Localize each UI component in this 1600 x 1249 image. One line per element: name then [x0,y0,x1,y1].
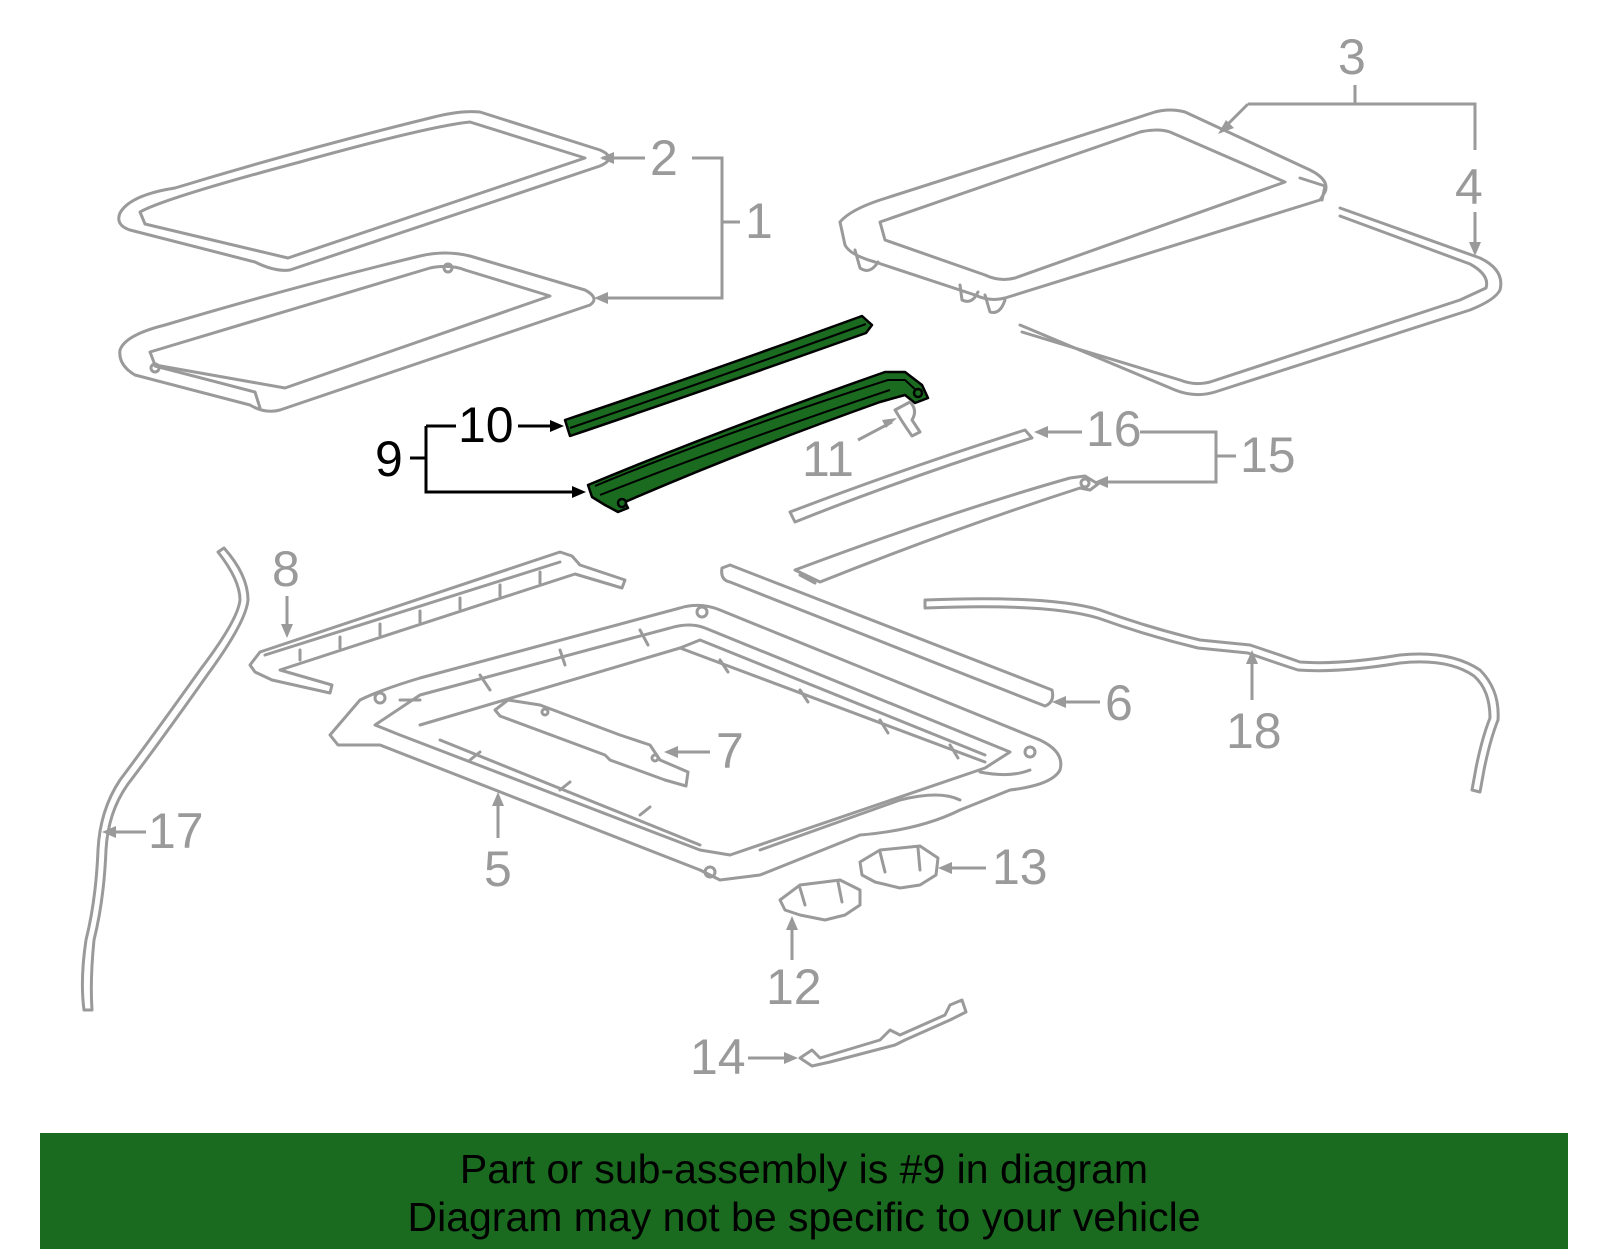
callout-12: 12 [766,959,822,1015]
part-9-deflector-assembly [586,370,930,514]
callout-15: 15 [1240,427,1296,483]
callout-7: 7 [716,723,744,779]
callout-10: 10 [458,397,514,453]
part-11-bracket [893,400,922,438]
callout-13: 13 [992,839,1048,895]
callout-5: 5 [484,841,512,897]
callout-3: 3 [1338,29,1366,85]
part-2-glass-panel [117,110,611,272]
part-8-side-rail [248,550,627,695]
part-6-guide-rail [720,563,1055,708]
callout-11: 11 [802,431,854,487]
callout-14: 14 [690,1029,746,1085]
callout-1: 1 [745,193,773,249]
banner-line-2: Diagram may not be specific to your vehi… [407,1194,1201,1240]
part-7-bracket [493,698,690,788]
part-18-drain-hose [923,597,1500,794]
callout-6: 6 [1105,675,1133,731]
part-16-sunshade-handle [788,428,1034,524]
callout-9: 9 [375,431,403,487]
part-13-motor [858,844,940,890]
leaders [102,85,1481,1064]
callout-16: 16 [1086,401,1142,457]
part-3-rear-glass [838,108,1328,314]
callout-8: 8 [272,541,300,597]
leaders-highlighted [410,420,586,498]
callout-18: 18 [1226,703,1282,759]
part-17-drain-hose [80,546,250,1012]
callout-17: 17 [148,803,204,859]
callout-2: 2 [650,130,678,186]
part-1-glass-frame [118,251,596,413]
part-10-wind-deflector [563,314,874,438]
callout-labels: 1 2 3 4 5 6 7 8 9 10 11 12 13 14 15 16 1… [148,29,1483,1085]
info-banner: Part or sub-assembly is #9 in diagram Di… [40,1133,1568,1249]
part-14-wire-harness [798,998,968,1068]
banner-line-1: Part or sub-assembly is #9 in diagram [459,1146,1149,1192]
part-4-weatherstrip [1018,206,1503,397]
callout-4: 4 [1455,159,1483,215]
part-5-sunroof-frame [328,603,1063,882]
part-12-motor [778,878,862,922]
part-15-sunshade [793,474,1100,585]
